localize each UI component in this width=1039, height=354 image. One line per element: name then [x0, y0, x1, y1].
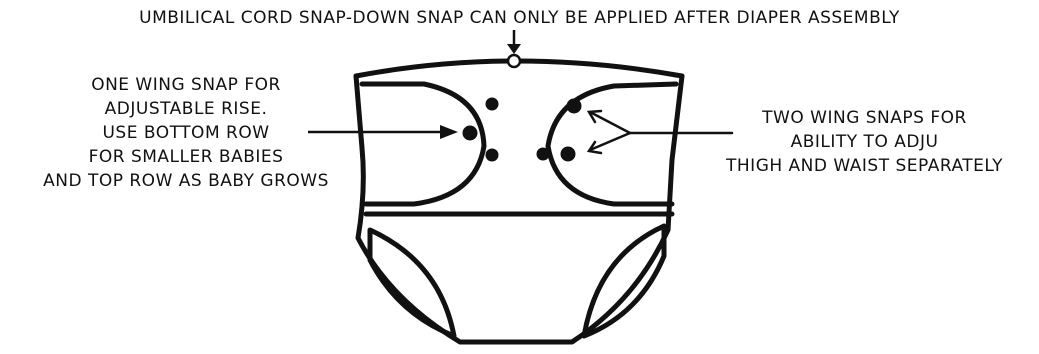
- left-note-line: ONE WING SNAP FOR: [0, 73, 372, 97]
- left-note: ONE WING SNAP FOR ADJUSTABLE RISE. USE B…: [0, 73, 372, 193]
- right-note-line: TWO WING SNAPS FOR: [690, 106, 1039, 130]
- left-note-line: ADJUSTABLE RISE.: [0, 97, 372, 121]
- left-wing-snap-bottom: [486, 149, 499, 162]
- left-leg-opening: [370, 230, 454, 336]
- right-note-line: THIGH AND WAIST SEPARATELY: [690, 154, 1039, 178]
- left-note-line: FOR SMALLER BABIES: [0, 145, 372, 169]
- right-note: TWO WING SNAPS FOR ABILITY TO ADJU THIGH…: [690, 106, 1039, 178]
- left-note-line: USE BOTTOM ROW: [0, 121, 372, 145]
- right-leg-opening: [584, 226, 664, 336]
- right-wing-snap-bottom: [561, 147, 576, 162]
- right-wing: [548, 84, 676, 204]
- left-wing-snap-top: [486, 98, 499, 111]
- right-wing-snap-top: [567, 99, 582, 114]
- right-body-snap: [537, 148, 550, 161]
- right-note-line: ABILITY TO ADJU: [690, 130, 1039, 154]
- left-wing-snap-main: [463, 126, 478, 141]
- umbilical-snap: [508, 55, 520, 67]
- umbilical-note: UMBILICAL CORD SNAP-DOWN SNAP CAN ONLY B…: [0, 6, 1039, 30]
- umbilical-snap-arrow: [507, 30, 521, 54]
- left-note-line: AND TOP ROW AS BABY GROWS: [0, 169, 372, 193]
- left-wing: [362, 84, 484, 204]
